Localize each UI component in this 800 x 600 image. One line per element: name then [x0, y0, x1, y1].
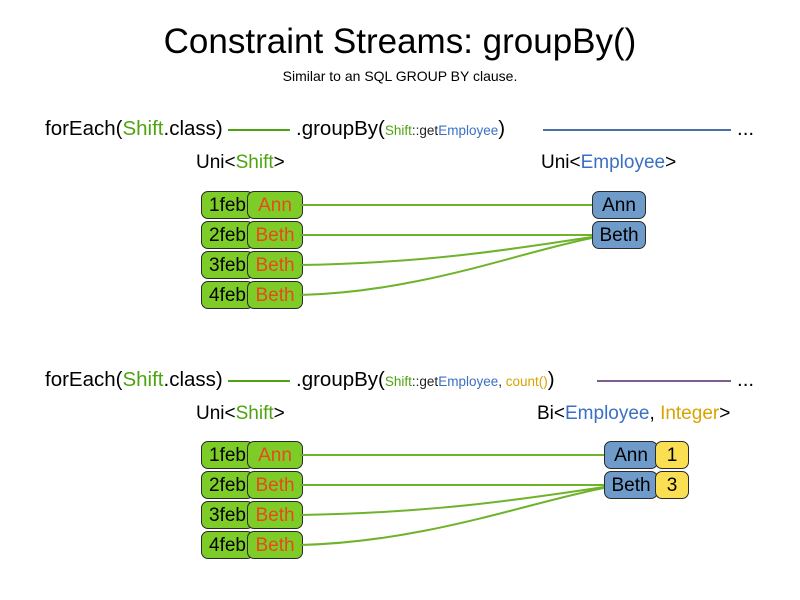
shift-employee: Ann: [247, 441, 303, 469]
shift-date: 3feb: [201, 501, 254, 529]
collector-count: count(): [505, 374, 548, 389]
shift-employee: Beth: [247, 501, 303, 529]
group-by-close: ): [547, 368, 555, 391]
left-type-label-2: Uni<Shift>: [196, 403, 285, 425]
mapper-prop-employee: Employee: [438, 123, 499, 138]
mapper-type-shift: Shift: [384, 123, 412, 138]
uni-generic-shift: Shift: [235, 403, 274, 424]
group-employee-box: Beth: [592, 221, 646, 249]
group-employee-box: Beth: [604, 471, 658, 499]
shift-employee: Beth: [247, 531, 303, 559]
shift-row: 2feb Beth: [201, 471, 303, 499]
page-title: Constraint Streams: groupBy(): [163, 22, 637, 61]
uni-prefix: Uni<: [196, 152, 236, 173]
code-line-groupby-count: forEach(Shift.class): [45, 368, 223, 392]
bi-generic-integer: Integer: [660, 403, 720, 424]
shift-employee: Beth: [247, 251, 303, 279]
link-shift3-beth: [299, 236, 593, 266]
shift-row: 2feb Beth: [201, 221, 303, 249]
uni-generic-shift: Shift: [235, 152, 274, 173]
code-groupby-call-1: .groupBy(Shift::getEmployee): [296, 117, 505, 141]
page-subtitle: Similar to an SQL GROUP BY clause.: [282, 68, 518, 84]
connector-rule-foreach-groupby-2: [228, 380, 290, 382]
group-employee-box: Ann: [604, 441, 658, 469]
uni-prefix: Uni<: [196, 403, 236, 424]
bi-comma: ,: [649, 403, 661, 424]
shift-row: 3feb Beth: [201, 251, 303, 279]
ellipsis-1: ...: [737, 117, 755, 140]
shift-date: 1feb: [201, 441, 254, 469]
right-type-label-2: Bi<Employee, Integer>: [537, 403, 730, 425]
mapper-comma: ,: [498, 374, 506, 389]
link-shift3-beth-2: [299, 486, 605, 516]
link-shift4-beth-2: [299, 487, 605, 546]
shift-row: 3feb Beth: [201, 501, 303, 529]
mapper-prop-employee: Employee: [438, 374, 499, 389]
shift-employee: Beth: [247, 471, 303, 499]
mapper-separator: ::get: [411, 123, 439, 138]
uni-suffix: >: [665, 152, 677, 173]
shift-date: 1feb: [201, 191, 254, 219]
group-count-box: 3: [655, 471, 689, 499]
right-type-label-1: Uni<Employee>: [541, 152, 676, 174]
group-by-open: .groupBy(: [296, 117, 385, 140]
connector-rule-groupby-next-2: [597, 380, 731, 382]
bi-prefix: Bi<: [537, 403, 565, 424]
ellipsis-2: ...: [737, 368, 755, 391]
link-shift4-beth: [299, 237, 593, 296]
code-groupby-call-2: .groupBy(Shift::getEmployee, count()): [296, 368, 555, 392]
for-each-open: forEach(: [45, 368, 123, 391]
mapper-separator: ::get: [411, 374, 439, 389]
for-each-open: forEach(: [45, 117, 123, 140]
shift-row: 4feb Beth: [201, 281, 303, 309]
uni-prefix: Uni<: [541, 152, 581, 173]
uni-suffix: >: [273, 152, 285, 173]
left-type-label-1: Uni<Shift>: [196, 152, 285, 174]
group-count-box: 1: [655, 441, 689, 469]
connector-rule-foreach-groupby-1: [228, 129, 290, 131]
shift-date: 4feb: [201, 281, 254, 309]
shift-row: 1feb Ann: [201, 191, 303, 219]
group-by-open: .groupBy(: [296, 368, 385, 391]
shift-date: 2feb: [201, 221, 254, 249]
shift-employee: Beth: [247, 221, 303, 249]
for-each-close: .class): [163, 368, 223, 391]
bi-suffix: >: [719, 403, 731, 424]
mapper-type-shift: Shift: [384, 374, 412, 389]
group-employee-box: Ann: [592, 191, 646, 219]
for-each-type-shift: Shift: [122, 117, 164, 140]
shift-row: 1feb Ann: [201, 441, 303, 469]
shift-employee: Beth: [247, 281, 303, 309]
shift-date: 3feb: [201, 251, 254, 279]
group-by-close: ): [498, 117, 506, 140]
bi-generic-employee: Employee: [565, 403, 650, 424]
for-each-type-shift: Shift: [122, 368, 164, 391]
shift-employee: Ann: [247, 191, 303, 219]
uni-suffix: >: [273, 403, 285, 424]
shift-date: 4feb: [201, 531, 254, 559]
shift-row: 4feb Beth: [201, 531, 303, 559]
uni-generic-employee: Employee: [580, 152, 666, 173]
code-line-groupby-single: forEach(Shift.class): [45, 117, 223, 141]
for-each-close: .class): [163, 117, 223, 140]
connector-rule-groupby-next-1: [543, 129, 731, 131]
